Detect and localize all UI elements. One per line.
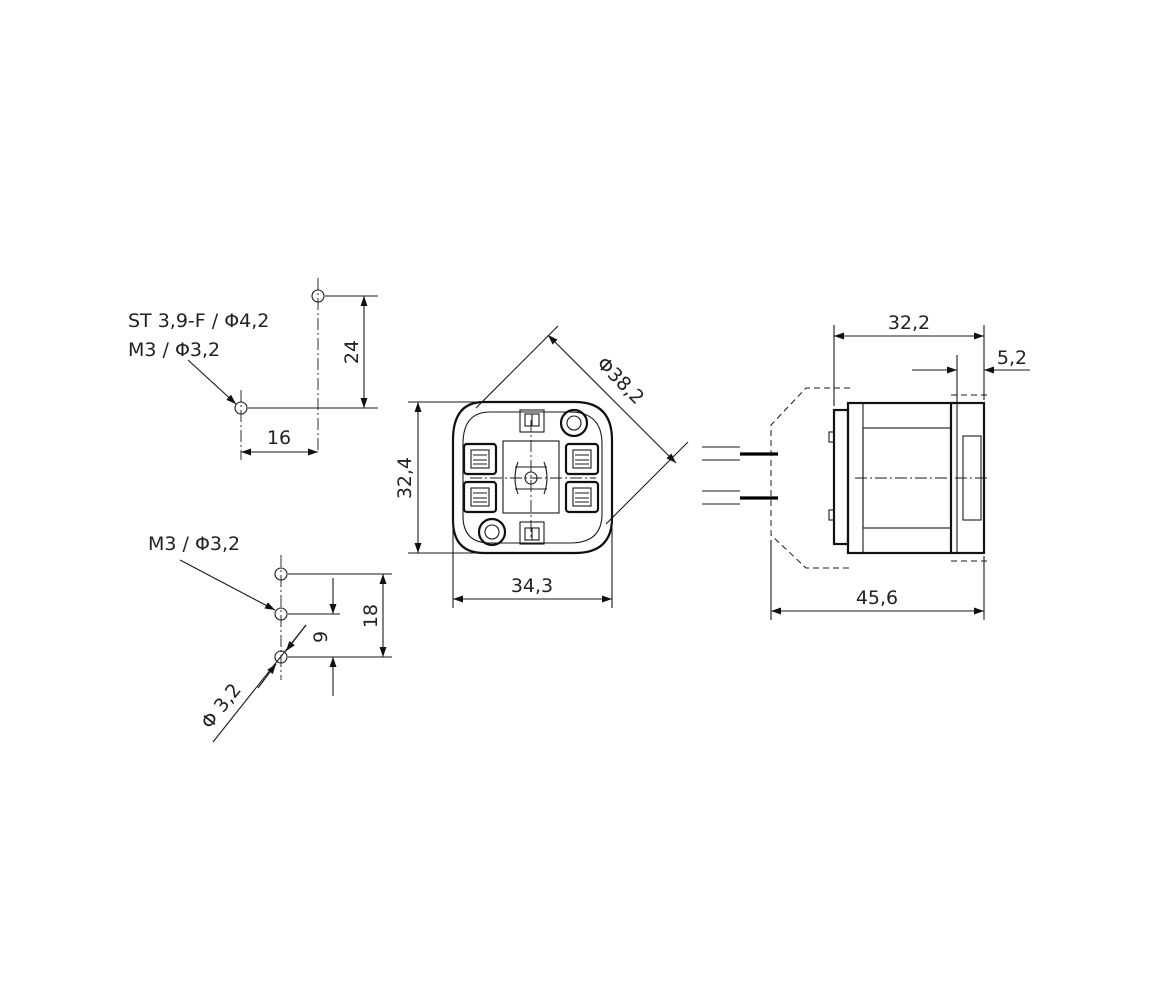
mounting-hole-c [274, 650, 288, 664]
mounting-hole-upper [311, 289, 325, 303]
screw-boss-top [559, 408, 589, 438]
screw-boss-bottom [477, 517, 507, 547]
dim-16: 16 [267, 427, 291, 449]
mounting-hole-lower [234, 401, 248, 415]
dim-32-2: 32,2 [888, 312, 930, 334]
mounting-hole-b [274, 607, 288, 621]
dim-24: 24 [341, 340, 363, 364]
front-view: 32,4 34,3 Φ38,2 [394, 325, 689, 608]
dim-diameter-38-2: Φ38,2 [592, 353, 648, 409]
dim-9: 9 [310, 631, 332, 643]
dim-34-3: 34,3 [511, 575, 553, 597]
mounting-hole-a [274, 567, 288, 581]
dim-diameter-3-2: Φ 3,2 [197, 679, 246, 733]
lamp-outline-dashed [770, 387, 850, 569]
hole-label-screw: ST 3,9-F / Φ4,2 [128, 310, 269, 332]
hole-pattern-top: 24 16 ST 3,9-F / Φ4,2 M3 / Φ3,2 [128, 278, 378, 460]
side-view: 32,2 5,2 45,6 [702, 312, 1030, 620]
hole-label-m3-bottom: M3 / Φ3,2 [148, 533, 240, 555]
hole-label-m3: M3 / Φ3,2 [128, 339, 220, 361]
dim-18: 18 [360, 604, 382, 628]
dim-45-6: 45,6 [856, 587, 898, 609]
hole-pattern-bottom: 18 9 M3 / Φ3,2 Φ 3,2 [148, 533, 392, 743]
lead-wires [702, 446, 778, 505]
dim-5-2: 5,2 [997, 347, 1027, 369]
dim-32-4: 32,4 [394, 457, 416, 499]
